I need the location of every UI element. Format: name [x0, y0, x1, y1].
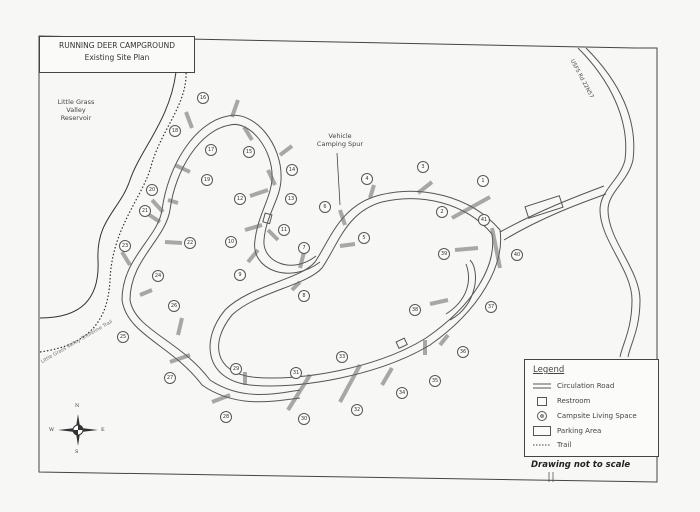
- campsite-marker: 38: [409, 304, 421, 316]
- site-spurs: [120, 99, 502, 412]
- trail-symbol-icon: [533, 443, 551, 447]
- legend-item-road: Circulation Road: [533, 380, 614, 392]
- legend-item-campsite: Campsite Living Space: [533, 410, 637, 422]
- trail-line: [39, 69, 187, 353]
- campsite-marker: 33: [336, 351, 348, 363]
- circulation-road-main-loop: [209, 190, 502, 387]
- campsite-marker: 22: [184, 237, 196, 249]
- campsite-marker: 23: [119, 240, 131, 252]
- reservoir-label: Little Grass Valley Reservoir: [57, 98, 95, 122]
- entry-road: [499, 185, 607, 241]
- campsite-marker: 28: [220, 411, 232, 423]
- campsite-marker: 31: [290, 367, 302, 379]
- compass-west: W: [49, 427, 55, 433]
- campsite-marker: 37: [485, 301, 497, 313]
- vehicle-spur-label: Vehicle Camping Spur: [316, 132, 364, 148]
- campsite-symbol-icon: [533, 411, 551, 421]
- legend-item-restroom: Restroom: [533, 395, 590, 407]
- compass-north: N: [75, 403, 80, 409]
- campsite-marker: 18: [169, 125, 181, 137]
- campsite-marker: 41: [478, 214, 490, 226]
- legend-item-trail: Trail: [533, 439, 571, 451]
- campsite-marker: 13: [285, 193, 297, 205]
- campsite-marker: 24: [152, 270, 164, 282]
- restroom-icon: [395, 337, 408, 349]
- campsite-marker: 11: [278, 224, 290, 236]
- compass-south: S: [75, 449, 79, 455]
- road-symbol-icon: [533, 383, 551, 389]
- campsite-marker: 32: [351, 404, 363, 416]
- campsite-marker: 4: [361, 173, 373, 185]
- circulation-road-d-loop: [445, 259, 476, 321]
- compass-east: E: [101, 427, 105, 433]
- campsite-marker: 34: [396, 387, 408, 399]
- restroom-symbol-icon: [533, 396, 551, 406]
- campsite-marker: 12: [234, 193, 246, 205]
- campsite-marker: 29: [230, 363, 242, 375]
- restroom-icon: [262, 212, 273, 225]
- campsite-marker: 19: [201, 174, 213, 186]
- map-border: [38, 35, 658, 483]
- campsite-marker: 10: [225, 236, 237, 248]
- compass-rose-icon: [58, 414, 98, 446]
- campsite-marker: 35: [429, 375, 441, 387]
- map-subtitle: Existing Site Plan: [84, 53, 150, 62]
- parking-symbol-icon: [533, 426, 551, 436]
- campsite-marker: 40: [511, 249, 523, 261]
- reservoir-shoreline: [39, 71, 177, 319]
- campsite-marker: 2: [436, 206, 448, 218]
- campsite-marker: 16: [197, 92, 209, 104]
- parking-area: [524, 195, 564, 219]
- map-legend: Legend Circulation Road Restroom Campsit…: [524, 359, 659, 457]
- campsite-marker: 9: [234, 269, 246, 281]
- campsite-marker: 6: [319, 201, 331, 213]
- usfs-road: [577, 47, 641, 358]
- circulation-road-west-arm: [121, 209, 301, 403]
- vehicle-spur-pointer: [336, 152, 341, 206]
- campsite-marker: 26: [168, 300, 180, 312]
- campsite-marker: 1: [477, 175, 489, 187]
- campsite-marker: 39: [438, 248, 450, 260]
- legend-item-parking: Parking Area: [533, 425, 601, 437]
- campsite-marker: 7: [298, 242, 310, 254]
- scale-note: Drawing not to scale: [531, 460, 631, 470]
- campsite-marker: 25: [117, 331, 129, 343]
- legend-heading: Legend: [533, 365, 565, 375]
- campsite-marker: 20: [146, 184, 158, 196]
- campsite-marker: 36: [457, 346, 469, 358]
- campsite-marker: 17: [205, 144, 217, 156]
- campsite-marker: 27: [164, 372, 176, 384]
- campsite-marker: 30: [298, 413, 310, 425]
- map-title: RUNNING DEER CAMPGROUND: [59, 41, 175, 50]
- campsite-marker: 21: [139, 205, 151, 217]
- campsite-marker: 15: [243, 146, 255, 158]
- campsite-marker: 5: [358, 232, 370, 244]
- campsite-marker: 14: [286, 164, 298, 176]
- map-title-block: RUNNING DEER CAMPGROUND Existing Site Pl…: [39, 36, 195, 73]
- campsite-marker: 8: [298, 290, 310, 302]
- campsite-marker: 3: [417, 161, 429, 173]
